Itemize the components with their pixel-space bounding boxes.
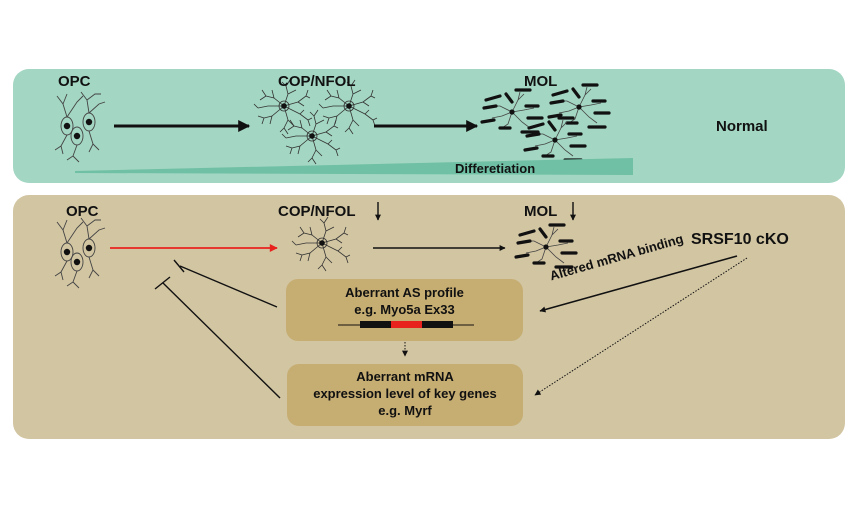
- mol-cell-icon: [547, 83, 611, 129]
- differentiation-gradient: [75, 158, 633, 175]
- nfol-cell-icon: [291, 216, 351, 272]
- gradient-label: Differetiation: [455, 161, 536, 176]
- stage-label-nfol: COP/NFOL: [278, 203, 356, 220]
- condition-label-normal: Normal: [716, 118, 768, 135]
- stage-label-mol: MOL: [524, 203, 558, 220]
- mrna-box-title: Aberrant mRNA: [356, 369, 454, 384]
- aberrant-mrna-box: Aberrant mRNA expression level of key ge…: [287, 364, 523, 426]
- stage-label-opc: OPC: [66, 203, 99, 220]
- stage-label-nfol: COP/NFOL: [278, 73, 356, 90]
- mol-cell-icon: [514, 223, 578, 269]
- mrna-box-example: e.g. Myrf: [378, 403, 432, 418]
- as-box-title: Aberrant AS profile: [345, 285, 464, 300]
- inhibition-line-as: [173, 259, 278, 308]
- inhibition-line-mrna: [154, 276, 281, 399]
- arrow-altered-binding: [539, 255, 738, 313]
- opc-cell-icon: [54, 91, 106, 163]
- mrna-box-desc: expression level of key genes: [313, 386, 497, 401]
- exon-left: [360, 321, 392, 328]
- exon-right: [422, 321, 453, 328]
- stage-label-opc: OPC: [58, 73, 91, 90]
- condition-label-cko: SRSF10 cKO: [691, 231, 789, 248]
- dotted-arrow-to-mrna: [534, 257, 748, 396]
- as-box-example: e.g. Myo5a Ex33: [354, 302, 455, 317]
- exon-diagram: [338, 321, 474, 328]
- stage-label-mol: MOL: [524, 73, 558, 90]
- aberrant-as-box: Aberrant AS profile e.g. Myo5a Ex33: [286, 279, 523, 341]
- opc-cell-icon: [54, 217, 106, 289]
- exon-alternative: [391, 321, 422, 328]
